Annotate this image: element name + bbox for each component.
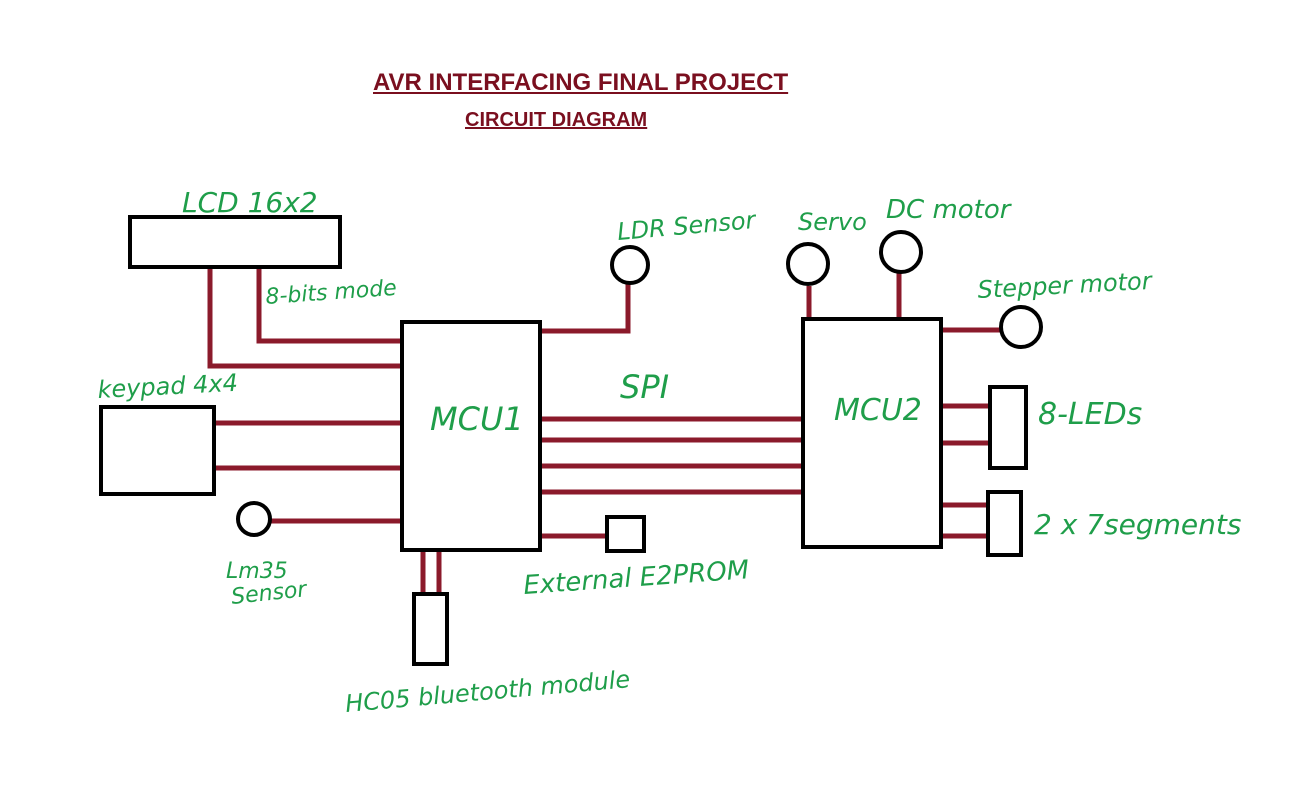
servo-icon: [786, 242, 830, 286]
lcd-label: LCD 16x2: [182, 186, 318, 219]
diagram-title: AVR INTERFACING FINAL PROJECT: [373, 69, 789, 96]
eeprom-label: External E2PROM: [522, 555, 750, 601]
keypad-label: keypad 4x4: [97, 369, 239, 404]
bluetooth-label: HC05 bluetooth module: [344, 665, 631, 718]
lm35-sensor-icon: [236, 501, 272, 537]
ldr-wire: [540, 283, 631, 334]
servo-label: Servo: [798, 208, 867, 236]
lcd-wire-1: [207, 267, 402, 369]
dc-motor-icon: [879, 230, 923, 274]
leds-label: 8-LEDs: [1038, 397, 1142, 432]
leds-box: [988, 385, 1028, 470]
mcu1-box: [400, 320, 542, 552]
keypad-box: [99, 405, 216, 496]
components: [99, 215, 1043, 666]
seven-seg-label: 2 x 7segments: [1034, 508, 1241, 541]
mcu2-label: MCU2: [834, 393, 922, 428]
ldr-sensor-icon: [610, 245, 650, 285]
lcd-box: [128, 215, 342, 269]
spi-label: SPI: [620, 368, 669, 406]
dc-motor-label: DC motor: [886, 195, 1013, 225]
mcu1-label: MCU1: [430, 400, 524, 438]
stepper-motor-icon: [999, 305, 1043, 349]
wires: [207, 267, 1002, 594]
ldr-label: LDR Sensor: [616, 206, 758, 246]
mcu2-box: [801, 317, 943, 549]
lcd-wire-2: [256, 267, 402, 344]
stepper-label: Stepper motor: [977, 267, 1155, 304]
seven-seg-box: [986, 490, 1023, 557]
lcd-mode-label: 8-bits mode: [265, 276, 398, 310]
diagram-subtitle: CIRCUIT DIAGRAM: [465, 109, 648, 131]
bluetooth-box: [412, 592, 449, 666]
eeprom-box: [605, 515, 646, 553]
lm35-label-line1: Lm35: [226, 559, 288, 584]
